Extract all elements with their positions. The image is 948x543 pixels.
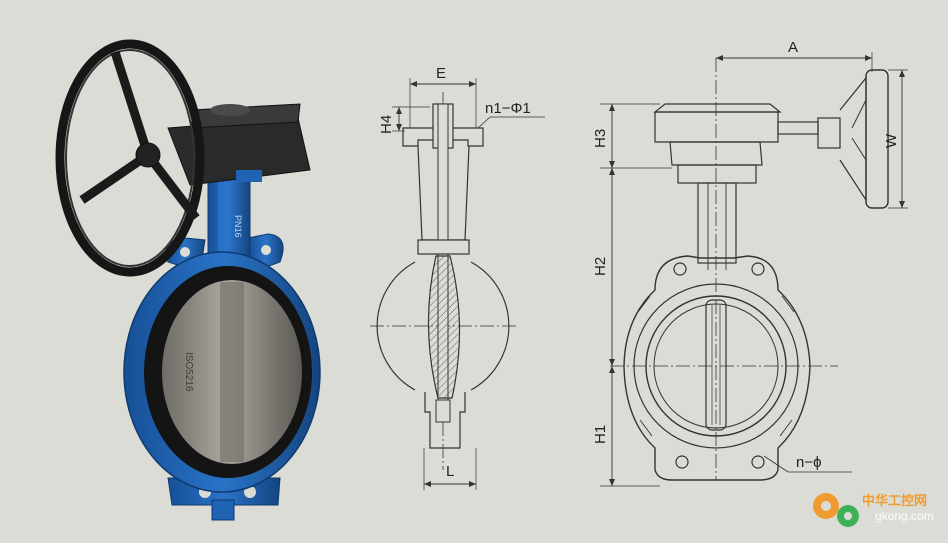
neck-marking: PN16: [233, 215, 243, 238]
label-A: A: [788, 39, 798, 56]
valve-body: ISO5216: [123, 251, 321, 493]
watermark: 中华工控网 gkong.com: [813, 493, 934, 527]
label-H1: H1: [592, 425, 609, 444]
label-H4: H4: [378, 115, 395, 134]
label-L: L: [446, 463, 454, 480]
label-H2: H2: [592, 257, 609, 276]
front-view: A W H3 H2 H1 n−ϕ: [592, 39, 908, 487]
label-E: E: [436, 65, 446, 82]
gear-icon: [813, 493, 859, 527]
watermark-site-name: 中华工控网: [862, 493, 927, 508]
body-marking: ISO5216: [183, 352, 194, 392]
label-n-phi: n−ϕ: [796, 454, 822, 471]
label-W: W: [883, 133, 900, 148]
label-n1-phi1: n1−Φ1: [485, 100, 531, 117]
valve-photo: PN16 ISO5216: [55, 39, 321, 521]
handwheel[interactable]: [55, 39, 205, 277]
watermark-site-url: gkong.com: [875, 509, 934, 523]
label-H3: H3: [592, 129, 609, 148]
section-view: E H4 n1−Φ1 L: [370, 65, 545, 490]
